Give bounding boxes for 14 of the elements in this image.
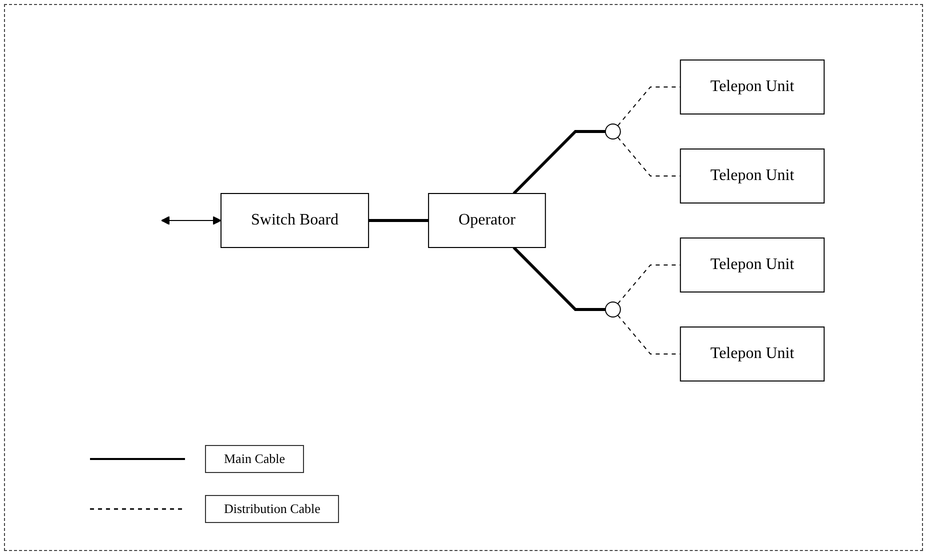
node-box: Operator <box>428 192 546 248</box>
node-box: Switch Board <box>220 192 369 248</box>
node-box: Telepon Unit <box>680 326 825 381</box>
legend-label: Distribution Cable <box>205 495 340 523</box>
node-box: Telepon Unit <box>680 148 825 203</box>
legend-label: Main Cable <box>205 445 304 473</box>
connector <box>512 130 606 194</box>
node-circle <box>604 301 621 317</box>
node-box: Telepon Unit <box>680 237 825 292</box>
connector <box>512 246 606 310</box>
arrow <box>160 216 222 224</box>
node-box: Telepon Unit <box>680 59 825 114</box>
node-circle <box>604 123 621 139</box>
connector <box>368 218 428 222</box>
